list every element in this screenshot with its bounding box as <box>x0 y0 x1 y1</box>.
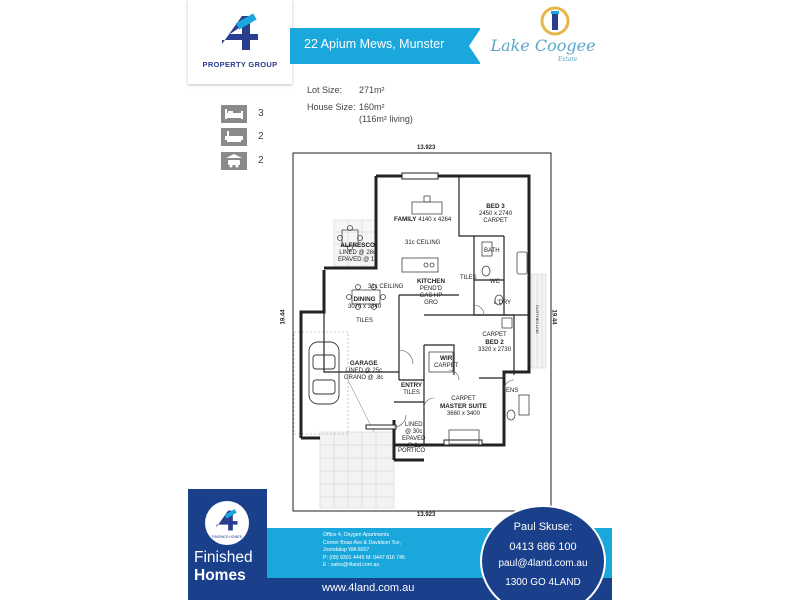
agent-name: Paul Skuse: <box>513 521 573 533</box>
property-address: 22 Apium Mews, Munster <box>304 37 445 51</box>
living-size-value: (116m² living) <box>359 114 413 124</box>
plan-depth-right: 19.44 <box>550 309 557 325</box>
room-wc: WC <box>490 279 500 285</box>
floor-plan: 13.923 13.923 19.44 19.44 FAMILY 4140 x … <box>274 140 574 520</box>
ceiling-note-1: 31c CEILING <box>405 240 441 246</box>
house-size-label: House Size: <box>307 102 356 112</box>
plan-width-top: 13.923 <box>417 145 436 151</box>
website-link[interactable]: www.4land.com.au <box>322 582 415 594</box>
car-icon <box>221 152 247 170</box>
agent-phone[interactable]: 0413 686 100 <box>509 541 577 553</box>
tiles-note: TILES <box>460 275 477 281</box>
room-ensuite: ENS <box>506 388 519 394</box>
estate-name: Lake Coogee <box>490 36 596 55</box>
estate-logo: Lake Coogee Estate <box>488 6 598 66</box>
agent-alt-phone[interactable]: 1300 GO 4LAND <box>505 577 581 588</box>
brand-logo: PROPERTY GROUP <box>188 0 292 84</box>
finished-homes-logo: FINISHED HOMES <box>205 501 249 545</box>
4land-mark-icon <box>216 509 238 531</box>
garage-count: 2 <box>258 155 264 166</box>
finished-homes-mark-sub: FINISHED HOMES <box>211 535 243 539</box>
lot-size-value: 271m² <box>359 85 385 95</box>
estate-sub: Estate <box>558 56 578 63</box>
agent-email[interactable]: paul@4land.com.au <box>498 558 588 569</box>
house-size-value: 160m² <box>359 102 385 112</box>
bathroom-count: 2 <box>258 131 264 142</box>
4land-logo-icon <box>222 13 258 50</box>
room-laundry: L'DRY <box>494 300 512 306</box>
lighthouse-icon <box>540 6 570 36</box>
brand-subtitle: PROPERTY GROUP <box>202 60 278 69</box>
clothes-line-note: CLOTHES LINE <box>534 305 540 334</box>
room-family: FAMILY 4140 x 4264 <box>394 216 452 223</box>
room-portico: PORTICO <box>398 448 426 454</box>
floor-plan-drawing <box>292 152 552 512</box>
lot-size-label: Lot Size: <box>307 85 343 95</box>
plan-depth-left: 19.44 <box>280 309 287 325</box>
bath-icon <box>221 128 247 146</box>
agent-contact: Paul Skuse: 0413 686 100 paul@4land.com.… <box>480 505 606 600</box>
ceiling-note-2: 31c CEILING <box>368 284 404 290</box>
plan-width-bottom: 13.923 <box>417 512 436 518</box>
bedroom-count: 3 <box>258 108 264 119</box>
address-banner: 22 Apium Mews, Munster <box>290 28 481 64</box>
office-details: Office 4, Oxygen Apartments Corner Boas … <box>323 532 405 568</box>
bed-icon <box>221 105 247 123</box>
room-bath: BATH <box>484 248 500 254</box>
